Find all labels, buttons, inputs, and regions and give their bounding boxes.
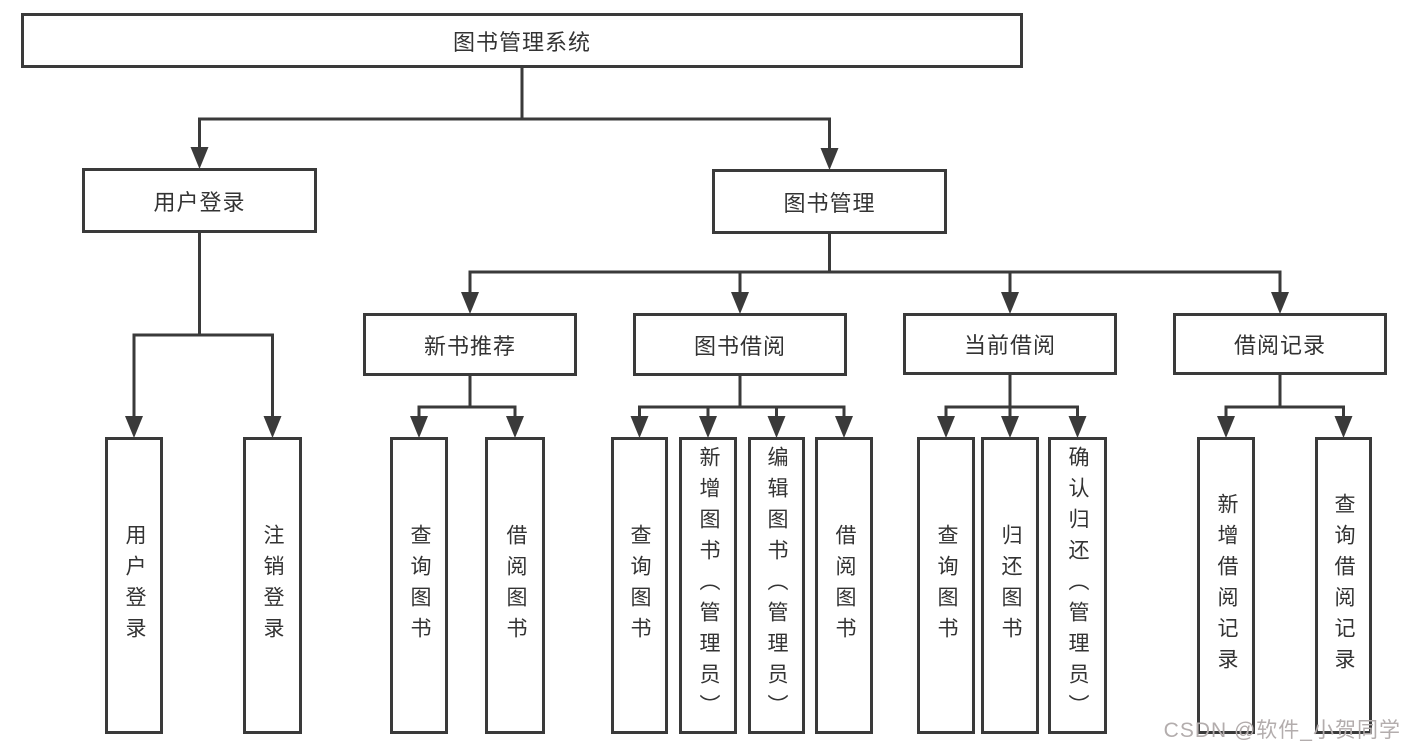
arrowhead-icon <box>1271 292 1289 314</box>
arrowhead-icon <box>1334 416 1353 438</box>
arrowhead-icon <box>937 416 955 438</box>
node-leaf-edit-book-admin: 编辑图书（管理员） <box>748 437 805 734</box>
node-leaf-borrow-book-1: 借阅图书 <box>485 437 545 734</box>
arrowhead-icon <box>630 416 649 438</box>
node-leaf-query-book-3: 查询图书 <box>917 437 975 734</box>
node-leaf-query-borrow-record: 查询借阅记录 <box>1315 437 1372 734</box>
node-leaf-borrow-book-2: 借阅图书 <box>815 437 873 734</box>
node-book-management: 图书管理 <box>712 169 947 234</box>
node-leaf-logout: 注销登录 <box>243 437 302 734</box>
arrowhead-icon <box>820 148 839 170</box>
node-leaf-add-book-admin: 新增图书（管理员） <box>679 437 737 734</box>
node-user-login: 用户登录 <box>82 168 317 233</box>
arrowhead-icon <box>461 292 479 314</box>
node-book-borrow: 图书借阅 <box>633 313 847 376</box>
arrowhead-icon <box>1001 416 1019 438</box>
arrowhead-icon <box>506 416 524 438</box>
arrowhead-icon <box>263 416 282 438</box>
node-new-book-recommend: 新书推荐 <box>363 313 577 376</box>
node-leaf-query-book-2: 查询图书 <box>611 437 668 734</box>
arrowhead-icon <box>1217 416 1235 438</box>
arrowhead-icon <box>190 147 209 169</box>
arrowhead-icon <box>699 416 717 438</box>
arrowhead-icon <box>767 416 786 438</box>
node-leaf-add-borrow-record: 新增借阅记录 <box>1197 437 1255 734</box>
node-borrow-record: 借阅记录 <box>1173 313 1387 375</box>
arrowhead-icon <box>835 416 853 438</box>
node-leaf-return-book: 归还图书 <box>981 437 1039 734</box>
arrowhead-icon <box>731 292 749 314</box>
node-current-borrow: 当前借阅 <box>903 313 1117 375</box>
node-leaf-user-login: 用户登录 <box>105 437 163 734</box>
arrowhead-icon <box>410 416 428 438</box>
node-leaf-query-book-1: 查询图书 <box>390 437 448 734</box>
arrowhead-icon <box>125 416 143 438</box>
watermark: CSDN @软件_小贺同学 <box>1163 719 1401 742</box>
arrowhead-icon <box>1068 416 1087 438</box>
node-leaf-confirm-return-admin: 确认归还（管理员） <box>1048 437 1107 734</box>
arrowhead-icon <box>1001 292 1019 314</box>
node-system-root: 图书管理系统 <box>21 13 1023 68</box>
